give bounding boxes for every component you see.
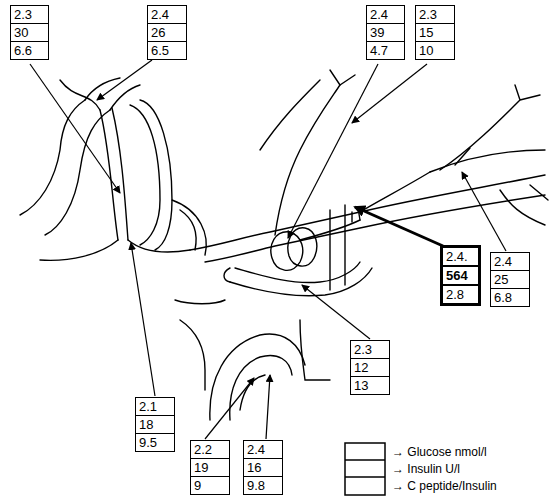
- value-cell: 15: [416, 24, 454, 42]
- value-cell: 18: [136, 416, 174, 434]
- value-box: 2.31213: [350, 340, 390, 395]
- value-cell: 6.5: [148, 42, 186, 59]
- value-cell: 26: [148, 24, 186, 42]
- value-box: 2.4394.7: [366, 5, 405, 60]
- value-cell: 6.6: [11, 42, 48, 59]
- value-box: 2.4169.8: [243, 440, 283, 495]
- value-cell: 25: [491, 271, 529, 289]
- value-box: 2.3306.6: [10, 5, 49, 60]
- value-cell: 2.8: [443, 286, 478, 303]
- value-cell: 4.7: [367, 42, 404, 59]
- value-cell: 9: [191, 477, 229, 494]
- value-cell: 9.8: [244, 477, 282, 494]
- value-cell: 2.4: [491, 253, 529, 271]
- value-cell: 2.4.: [443, 248, 478, 267]
- value-box: 2.4266.5: [147, 5, 187, 60]
- value-cell: 6.8: [491, 289, 529, 306]
- value-box: 2.2199: [190, 440, 230, 495]
- value-cell: 13: [351, 377, 389, 394]
- legend-label: → C peptide/Insulin: [392, 478, 497, 494]
- value-cell: 2.4: [244, 441, 282, 459]
- legend-label: → Glucose nmol/l: [392, 444, 487, 460]
- value-cell: 2.2: [191, 441, 229, 459]
- value-box: 2.4.5642.8: [440, 245, 481, 306]
- vessel-outlines: [20, 70, 548, 420]
- value-cell: 2.3: [416, 6, 454, 24]
- value-box: 2.1189.5: [135, 397, 175, 452]
- legend-sample-box: [345, 443, 385, 495]
- value-cell: 12: [351, 359, 389, 377]
- value-cell: 30: [11, 24, 48, 42]
- value-cell: 564: [443, 267, 478, 286]
- value-cell: 2.1: [136, 398, 174, 416]
- legend-label: → Insulin U/l: [392, 461, 460, 477]
- leader-lines: [30, 60, 506, 439]
- value-cell: 9.5: [136, 434, 174, 451]
- value-cell: 2.4: [367, 6, 404, 24]
- value-cell: 2.4: [148, 6, 186, 24]
- value-cell: 19: [191, 459, 229, 477]
- value-cell: 16: [244, 459, 282, 477]
- value-box: 2.4256.8: [490, 252, 530, 307]
- value-box: 2.31510: [415, 5, 455, 60]
- value-cell: 2.3: [351, 341, 389, 359]
- value-cell: 10: [416, 42, 454, 59]
- value-cell: 2.3: [11, 6, 48, 24]
- value-cell: 39: [367, 24, 404, 42]
